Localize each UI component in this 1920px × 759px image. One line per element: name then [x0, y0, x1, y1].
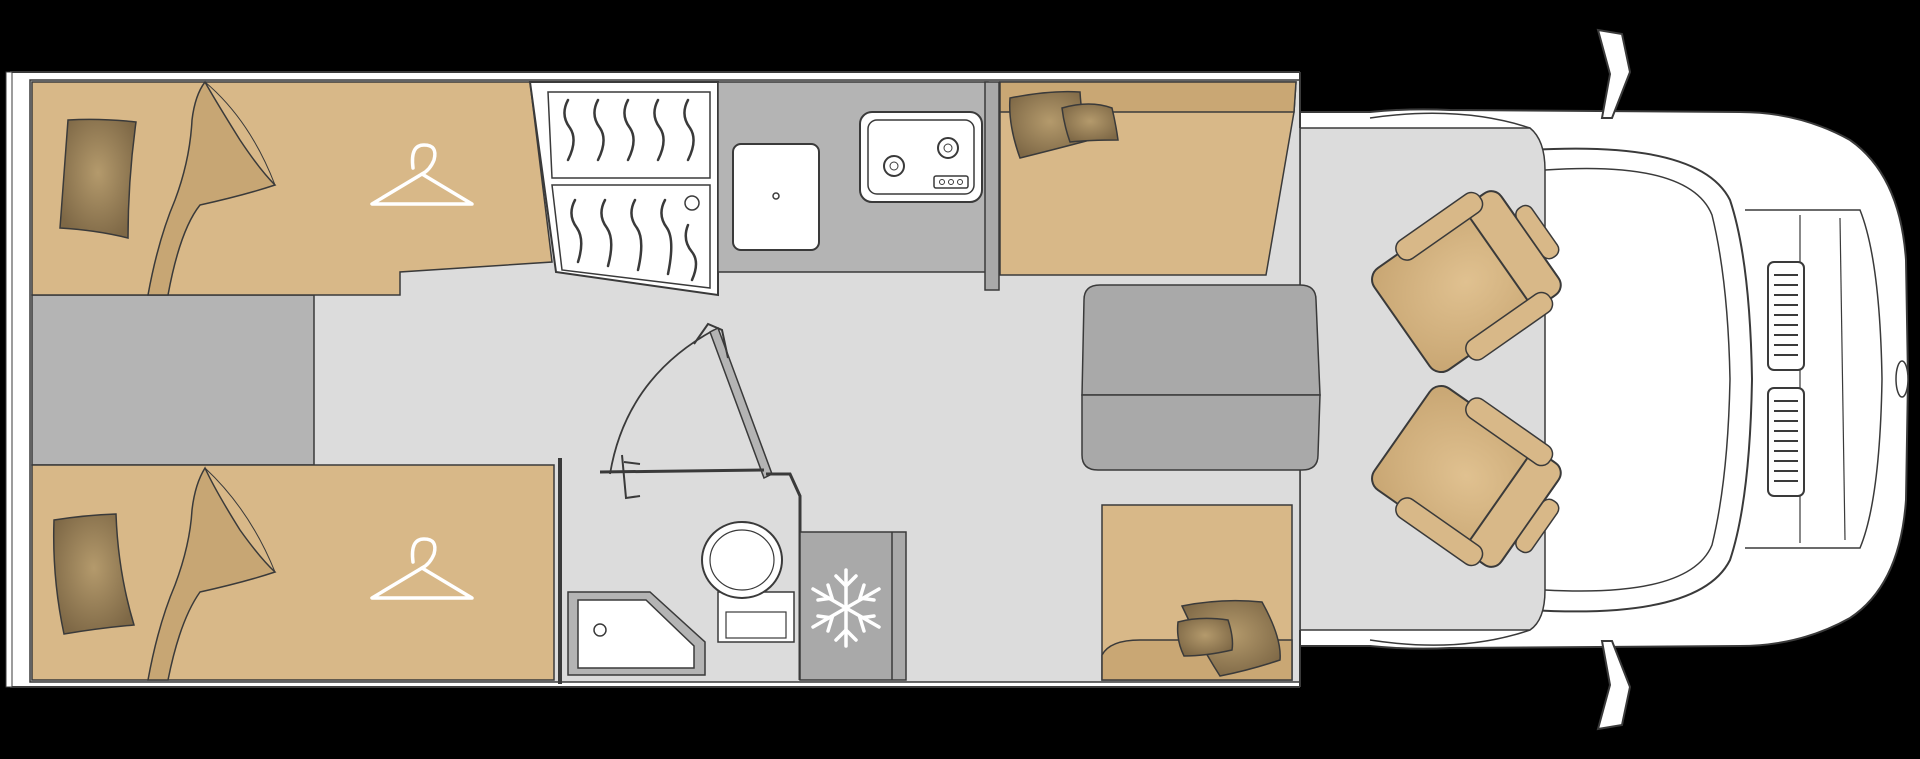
sink-icon	[732, 143, 820, 251]
rear-wall	[5, 71, 13, 688]
door-line-top	[1369, 112, 1531, 129]
bed-bottom	[31, 464, 555, 681]
hood-seam-front	[1839, 217, 1846, 541]
bathroom	[558, 322, 802, 684]
mirror-icon	[1596, 28, 1632, 119]
mirror-icon	[1596, 640, 1632, 731]
fridge	[799, 531, 907, 681]
sofa-bottom	[1101, 504, 1293, 681]
cab-floor	[1299, 127, 1546, 631]
snowflake-icon	[811, 568, 881, 648]
door-handle	[693, 322, 729, 359]
dinette-table	[1081, 284, 1321, 471]
hanger-icon	[370, 537, 474, 600]
wardrobe	[528, 81, 719, 297]
pillow-icon	[1061, 103, 1119, 143]
pillow-icon	[52, 513, 135, 635]
stove-icon	[859, 111, 983, 203]
badge	[1895, 360, 1909, 398]
shower-icon	[567, 591, 706, 676]
rear-step	[31, 294, 315, 466]
hanger-icon	[370, 143, 474, 206]
pillow-icon	[1176, 617, 1234, 657]
bathroom-wall-line	[599, 468, 765, 474]
door-handle	[621, 454, 641, 500]
dashboard-outline	[1529, 147, 1754, 613]
kitchen-counter	[717, 81, 989, 273]
windscreen-line	[1544, 167, 1731, 592]
door-line-bottom	[1369, 629, 1531, 646]
grille-icon	[1767, 387, 1805, 497]
blanket	[147, 80, 277, 296]
seat-icon	[1371, 190, 1562, 374]
sofa-top	[999, 81, 1297, 276]
blanket	[147, 466, 277, 681]
hood-outline	[1745, 209, 1883, 549]
grille-icon	[1767, 261, 1805, 371]
kitchen-divider	[984, 81, 1000, 291]
seat-icon	[1371, 384, 1562, 568]
pillow-icon	[59, 118, 137, 239]
bed-top	[31, 80, 553, 296]
toilet-icon	[701, 521, 795, 643]
